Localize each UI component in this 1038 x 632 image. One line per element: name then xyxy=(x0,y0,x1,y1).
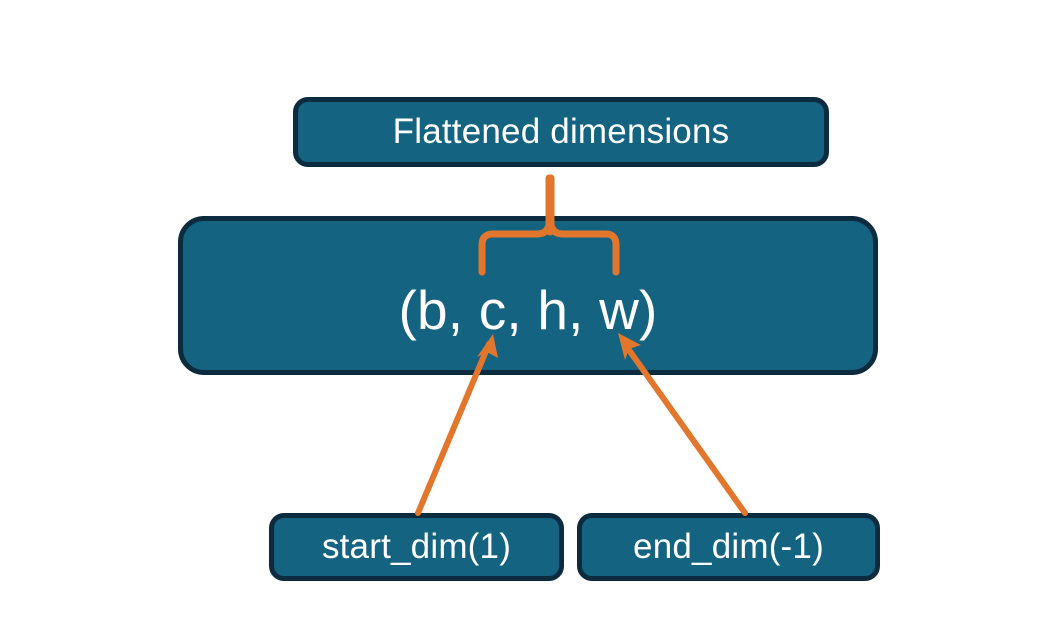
node-tensor-shape-label: (b, c, h, w) xyxy=(398,278,658,341)
node-start-dim-label: start_dim(1) xyxy=(321,527,512,566)
node-end-dim[interactable]: end_dim(-1) xyxy=(577,513,880,581)
node-end-dim-label: end_dim(-1) xyxy=(633,527,824,566)
node-start-dim[interactable]: start_dim(1) xyxy=(269,513,564,581)
node-flattened-dimensions[interactable]: Flattened dimensions xyxy=(293,97,829,167)
node-tensor-shape[interactable]: (b, c, h, w) xyxy=(178,216,878,375)
node-flattened-dimensions-label: Flattened dimensions xyxy=(392,112,730,151)
